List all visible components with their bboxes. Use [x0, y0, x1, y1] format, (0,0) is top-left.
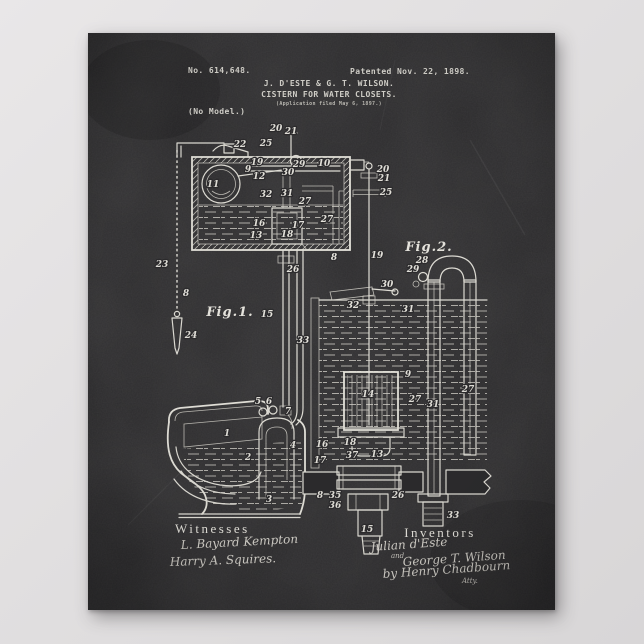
vignette-overlay	[88, 33, 555, 610]
patent-drawing-canvas: No. 614,648. Patented Nov. 22, 1898. J. …	[88, 33, 555, 610]
poster-board: No. 614,648. Patented Nov. 22, 1898. J. …	[88, 33, 555, 610]
